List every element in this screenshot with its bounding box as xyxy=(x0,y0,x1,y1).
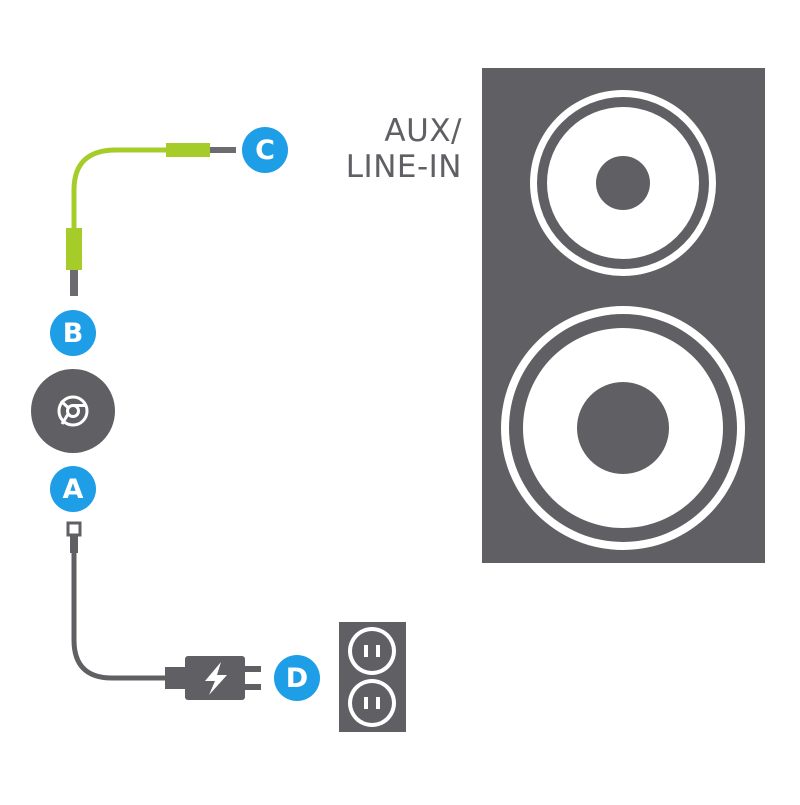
step-badge-d: D xyxy=(274,655,320,701)
aux-plug-b-tip xyxy=(70,270,78,296)
aux-line-in-label: AUX/ LINE-IN xyxy=(300,113,462,185)
tweeter xyxy=(530,90,716,276)
step-badge-b: B xyxy=(50,310,96,356)
step-badge-c: C xyxy=(242,127,288,173)
micro-usb-tip xyxy=(66,521,82,537)
speaker xyxy=(482,68,765,563)
chromecast-device xyxy=(31,369,115,453)
chrome-logo-icon xyxy=(57,395,89,427)
step-badge-a: A xyxy=(50,466,96,512)
aux-label-line1: AUX/ xyxy=(384,113,462,149)
aux-label-line2: LINE-IN xyxy=(345,149,462,185)
adapter-prong-top xyxy=(245,666,261,672)
aux-cable xyxy=(66,143,236,296)
lightning-bolt-icon xyxy=(205,662,227,695)
aux-plug-b-body xyxy=(66,228,82,270)
power-cable xyxy=(66,521,261,700)
aux-plug-c-tip xyxy=(210,147,236,153)
woofer xyxy=(501,306,745,550)
aux-plug-c-body xyxy=(166,143,210,157)
adapter-prong-bottom xyxy=(245,684,261,690)
wall-outlet-icon xyxy=(339,622,406,732)
